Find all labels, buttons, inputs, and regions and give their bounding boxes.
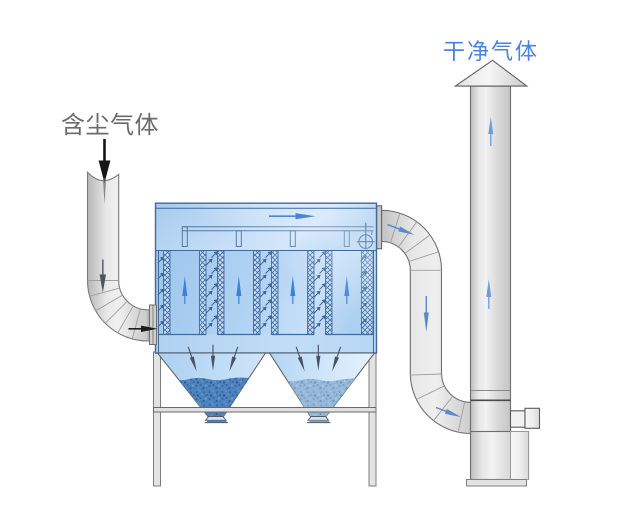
outlet-elbow-segments bbox=[389, 213, 466, 433]
flow-arrows bbox=[98, 117, 494, 418]
hopper-spout-right-bar bbox=[309, 420, 329, 423]
support-beam bbox=[153, 407, 377, 413]
stack-up-arrow-1 bbox=[488, 117, 494, 146]
stack-cone bbox=[453, 59, 529, 87]
dusty-gas-label: 含尘气体 bbox=[61, 112, 159, 139]
outlet-duct-down-arrow bbox=[423, 296, 429, 332]
fan-housing-extension bbox=[510, 431, 529, 480]
inlet-entry-arrow bbox=[128, 325, 158, 332]
baghouse-inner-lines bbox=[155, 207, 377, 353]
baghouse bbox=[154, 202, 378, 354]
clean-gas-label: 干净气体 bbox=[443, 39, 540, 64]
fan-inlet-arrow bbox=[435, 406, 462, 418]
hopper-spout-right bbox=[307, 416, 330, 421]
fan-outlet-stub bbox=[509, 410, 526, 428]
support-leg-left bbox=[153, 351, 161, 487]
inlet-elbow-segments bbox=[87, 280, 149, 341]
hopper-spout-left bbox=[204, 416, 227, 421]
fan-motor bbox=[524, 407, 541, 429]
inlet-duct bbox=[86, 170, 158, 342]
inlet-flow-arrow-top bbox=[98, 139, 111, 204]
outlet-flange bbox=[376, 205, 383, 250]
support-leg-right bbox=[368, 351, 377, 487]
stack-base-flange bbox=[466, 479, 527, 487]
outlet-duct bbox=[376, 205, 472, 435]
inlet-pipe-down-arrow bbox=[99, 259, 106, 293]
box-sheen bbox=[155, 203, 377, 353]
hopper-spout-left-bar bbox=[207, 420, 227, 423]
inlet-duct-body bbox=[86, 170, 158, 342]
outlet-elbow-arrow bbox=[387, 223, 415, 235]
stack-up-arrow-2 bbox=[486, 279, 492, 309]
plenum-flow-arrow bbox=[269, 213, 316, 220]
